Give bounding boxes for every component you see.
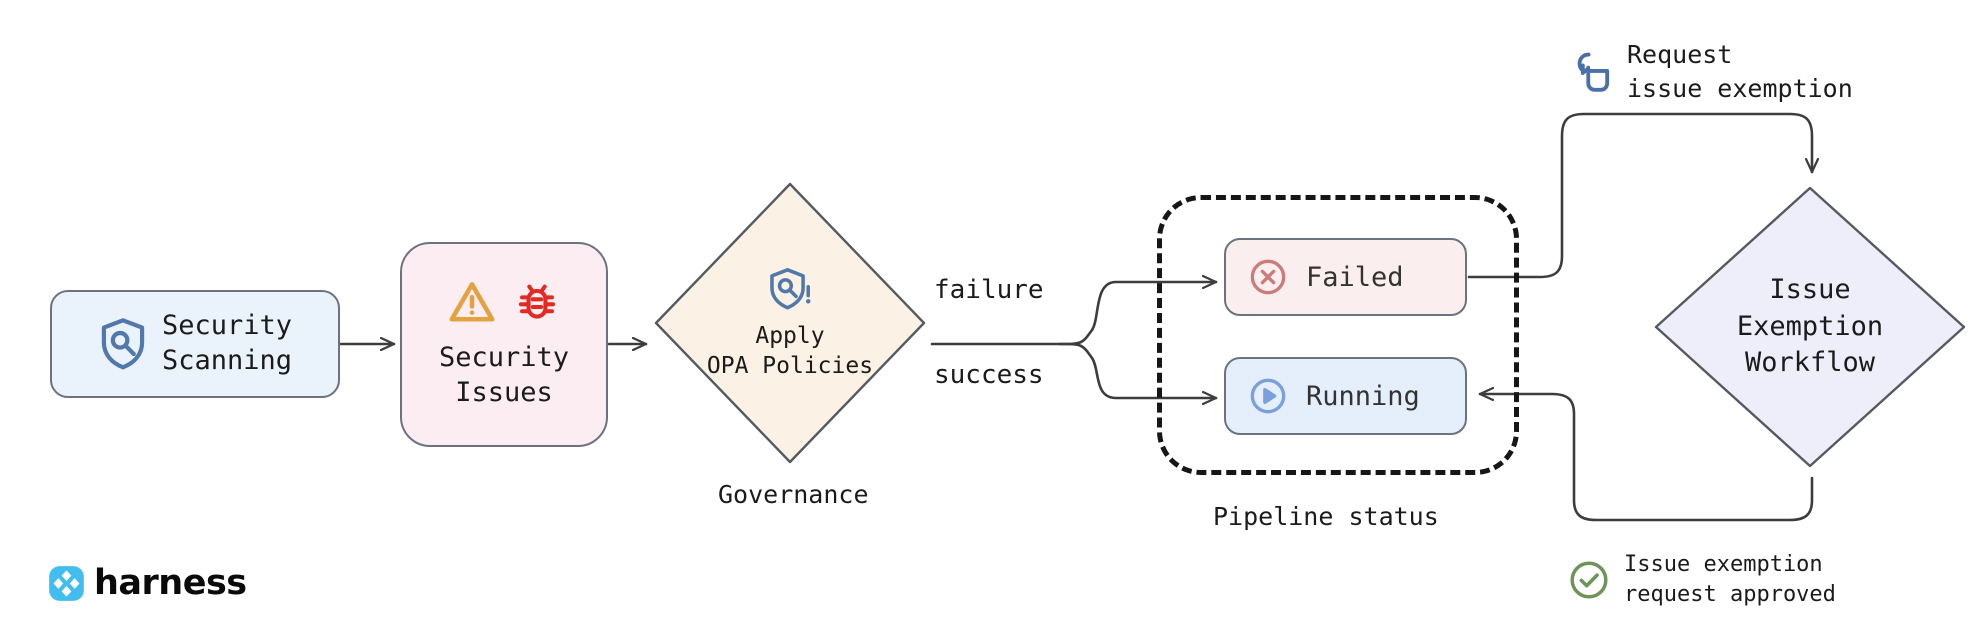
node-governance-diamond[interactable]: Apply OPA Policies <box>650 178 930 468</box>
node-label: Security Issues <box>438 341 570 408</box>
diamond-content: Issue Exemption Workflow <box>1737 272 1883 381</box>
node-security-scanning[interactable]: Security Scanning <box>50 290 340 398</box>
harness-logo-icon <box>48 565 85 602</box>
harness-wordmark: harness <box>94 563 247 603</box>
pipeline-status-group <box>1157 195 1519 475</box>
annotation-text: Issue exemption request approved <box>1624 550 1836 609</box>
status-label: Running <box>1306 380 1420 412</box>
node-label: Security Scanning <box>161 310 293 376</box>
diamond-shape <box>1654 186 1966 468</box>
node-label: Apply OPA Policies <box>706 322 874 379</box>
annotation-line-2: issue exemption <box>1627 73 1853 103</box>
pipeline-status-caption: Pipeline status <box>1213 502 1439 531</box>
circle-x-icon <box>1248 257 1288 297</box>
edge-label-success: success <box>934 360 1044 390</box>
circle-play-icon <box>1248 376 1288 416</box>
status-label: Failed <box>1306 261 1404 293</box>
status-pill-failed[interactable]: Failed <box>1224 238 1467 316</box>
bug-icon <box>514 279 560 325</box>
annotation-text: Request issue exemption <box>1627 38 1853 106</box>
node-label: Issue Exemption Workflow <box>1736 274 1884 379</box>
click-hand-icon <box>1573 50 1613 94</box>
annotation-line-1: Request <box>1627 40 1733 69</box>
annotation-request-approved: Issue exemption request approved <box>1568 550 1836 609</box>
status-pill-running[interactable]: Running <box>1224 357 1467 435</box>
edge-label-failure: failure <box>934 275 1044 305</box>
governance-caption: Governance <box>718 480 869 509</box>
circle-check-icon <box>1568 559 1610 601</box>
annotation-line-2: request approved <box>1624 581 1836 607</box>
harness-logo: harness <box>48 563 247 603</box>
node-exemption-workflow-diamond[interactable]: Issue Exemption Workflow <box>1650 182 1970 472</box>
diamond-shape <box>654 182 926 464</box>
diamond-content: Apply OPA Policies <box>707 265 873 382</box>
node-security-issues[interactable]: Security Issues <box>400 242 608 447</box>
security-issue-icons <box>448 279 560 325</box>
annotation-request-issue-exemption: Request issue exemption <box>1573 38 1853 106</box>
warning-triangle-icon <box>448 280 496 324</box>
shield-search-icon <box>98 317 148 371</box>
shield-policy-alert-icon <box>767 265 813 315</box>
annotation-line-1: Issue exemption <box>1624 552 1823 577</box>
